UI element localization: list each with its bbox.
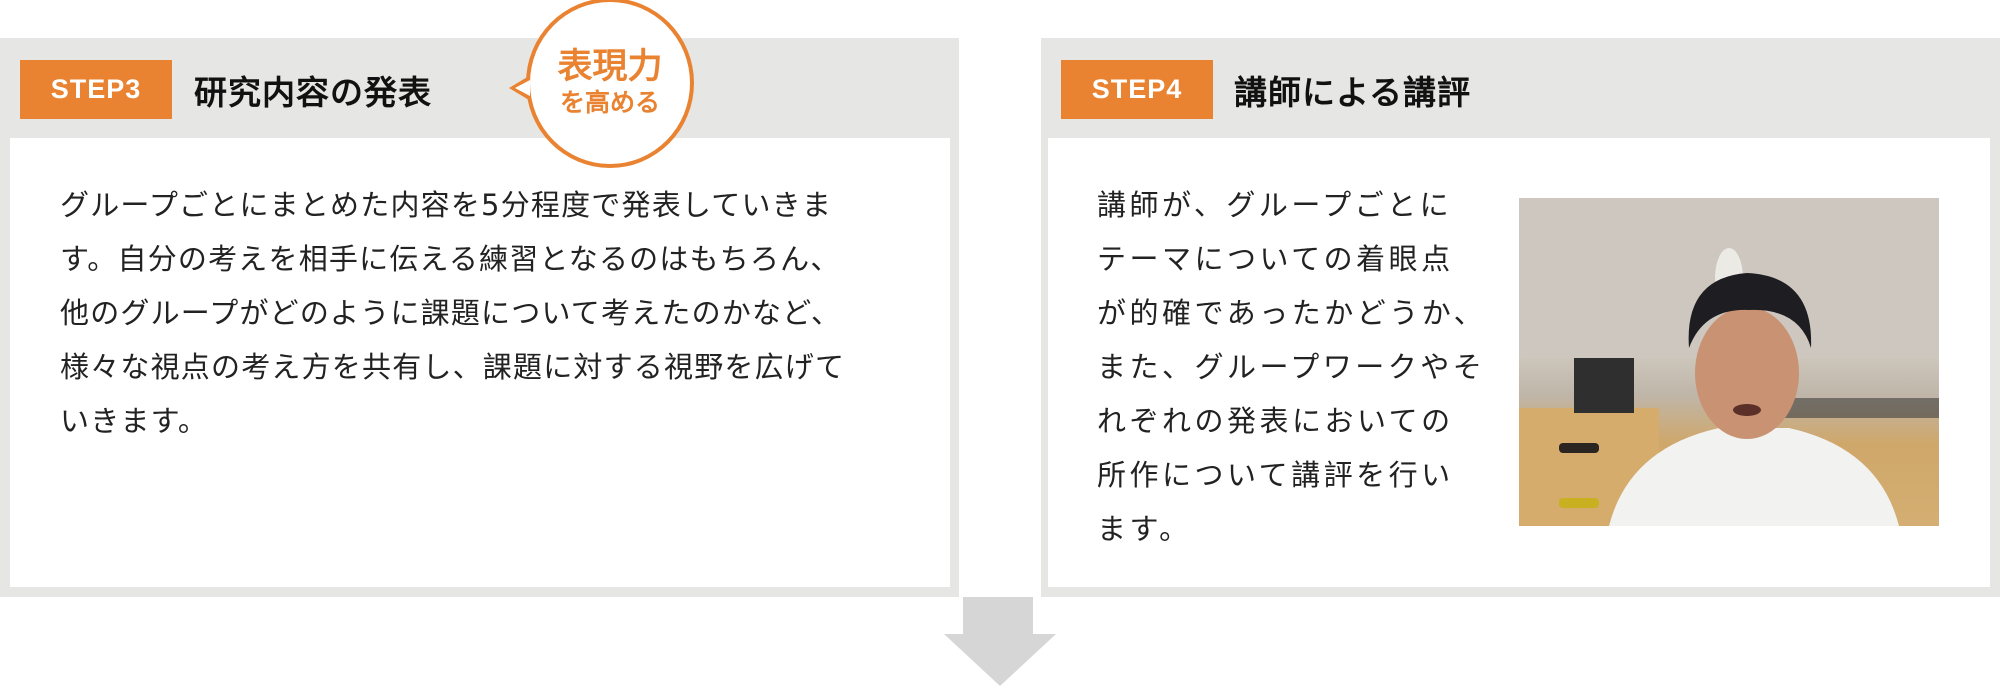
body-line: が的確であったかどうか、 [1097,296,1487,330]
body-line: れぞれの発表においての [1097,404,1454,438]
body-line: す。自分の考えを相手に伝える練習となるのはもちろん、 [60,242,841,276]
body-line: テーマについての着眼点 [1097,242,1454,276]
step3-content: グループごとにまとめた内容を5分程度で発表していきま す。自分の考えを相手に伝え… [10,138,950,587]
bubble-line1: 表現力 [557,47,663,87]
body-line: いきます。 [60,404,209,438]
body-line: ます。 [1097,512,1192,546]
step3-body: グループごとにまとめた内容を5分程度で発表していきま す。自分の考えを相手に伝え… [60,178,845,448]
step4-title: 講師による講評 [1234,72,1472,112]
bubble-line2: を高める [559,88,660,117]
step3-panel: STEP3 研究内容の発表 グループごとにまとめた内容を5分程度で発表していきま… [0,38,959,597]
step3-badge: STEP3 [20,60,172,119]
body-line: 所作について講評を行い [1097,458,1454,492]
bubble-circle: 表現力 を高める [526,0,694,168]
bubble-tail-fill [515,80,530,96]
lecturer-photo [1519,198,1939,526]
body-line: グループごとにまとめた内容を5分程度で発表していきま [60,188,833,222]
body-line: 他のグループがどのように課題について考えたのかなど、 [60,296,842,330]
step3-title: 研究内容の発表 [194,72,432,112]
step4-badge: STEP4 [1061,60,1213,119]
body-line: 様々な視点の考え方を共有し、課題に対する視野を広げて [60,350,846,384]
step4-body: 講師が、グループごとに テーマについての着眼点 が的確であったかどうか、 また、… [1097,178,1486,556]
body-line: また、グループワークやそ [1097,350,1486,384]
body-line: 講師が、グループごとに [1097,188,1453,222]
